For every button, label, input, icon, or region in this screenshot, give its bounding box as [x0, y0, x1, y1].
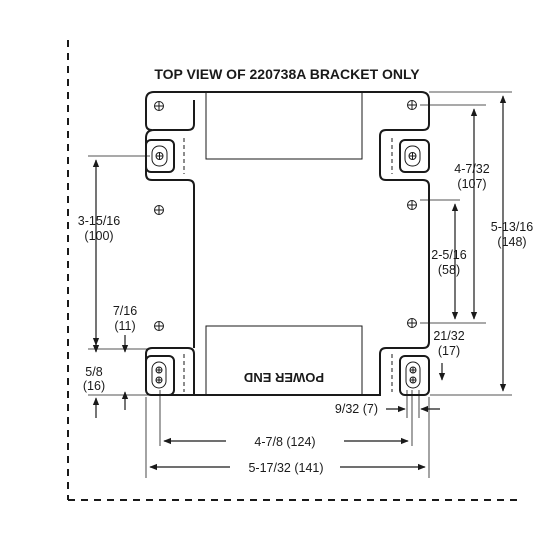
dim-bottom-left-frac: 5/8	[85, 365, 102, 379]
dim-slot-to-hole-frac: 3-15/16	[78, 214, 120, 228]
hole-mid-right-icon	[407, 200, 417, 210]
extension-lines	[88, 91, 512, 478]
diagram-title: TOP VIEW OF 220738A BRACKET ONLY	[154, 66, 420, 82]
hole-low-right-icon	[407, 318, 417, 328]
dim-slot-spacing: 4-7/8 (124)	[254, 435, 315, 449]
dim-right-hole-spacing-frac: 2-5/16	[431, 248, 466, 262]
bracket-shape	[145, 91, 430, 396]
hole-top-left-icon	[154, 101, 164, 111]
power-end-component	[205, 325, 363, 396]
dim-overall-width: 5-17/32 (141)	[248, 461, 323, 475]
mounting-boundary	[67, 40, 520, 501]
hole-top-right-icon	[407, 100, 417, 110]
dim-bottom-right-mm: (17)	[438, 344, 460, 358]
dim-hole-to-slot-mm: (11)	[114, 319, 135, 333]
dim-slot-width: 9/32 (7)	[335, 402, 378, 416]
power-end-label: POWER END	[244, 370, 324, 385]
dim-hole-to-slot-frac: 7/16	[113, 304, 137, 318]
mounting-holes	[154, 100, 417, 331]
hole-low-left-icon	[154, 321, 164, 331]
dim-top-to-slot-mm: (107)	[457, 177, 486, 191]
dim-top-to-slot-frac: 4-7/32	[454, 162, 489, 176]
slot-tab-upper-right	[391, 138, 430, 174]
dimension-labels: 5-13/16 (148) 4-7/32 (107) 2-5/16 (58) 3…	[78, 162, 533, 475]
dim-overall-height-mm: (148)	[497, 235, 526, 249]
hole-mid-left-icon	[154, 205, 164, 215]
dim-overall-height-frac: 5-13/16	[491, 220, 533, 234]
dim-bottom-left-mm: (16)	[83, 379, 105, 393]
top-component	[205, 91, 363, 160]
dim-right-hole-spacing-mm: (58)	[438, 263, 460, 277]
dim-bottom-right-frac: 21/32	[433, 329, 464, 343]
slot-tab-lower-right	[391, 354, 430, 396]
slot-tab-lower-left	[145, 354, 185, 396]
dim-slot-to-hole-mm: (100)	[84, 229, 113, 243]
